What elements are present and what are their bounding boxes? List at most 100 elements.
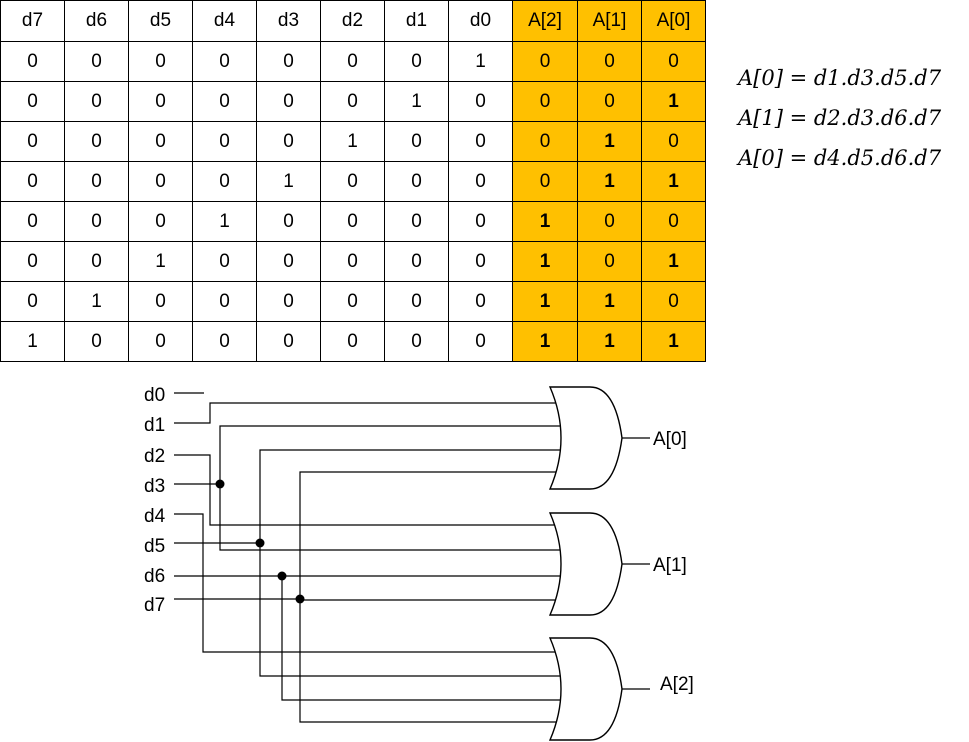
table-cell: 0 (0, 241, 65, 282)
wire-d7-branch-a2 (299, 599, 565, 723)
equation-a1: A[1] = d2.d3.d6.d7 (738, 106, 942, 130)
table-cell: 0 (256, 41, 321, 82)
output-label-a0: A[0] (653, 429, 687, 450)
table-cell: 0 (384, 161, 449, 202)
table-cell: 1 (641, 81, 706, 122)
table-cell: 0 (64, 321, 129, 362)
table-cell: 1 (512, 321, 578, 362)
input-label-d1: d1 (144, 415, 165, 436)
table-cell: 0 (512, 81, 578, 122)
wire-d3-branch-a0 (219, 425, 565, 484)
output-label-a2: A[2] (660, 674, 694, 695)
table-cell: 0 (0, 81, 65, 122)
table-cell: 0 (384, 201, 449, 242)
equation-a2: A[0] = d4.d5.d6.d7 (738, 146, 942, 170)
table-cell: 1 (577, 121, 642, 162)
or-gate-a0 (548, 386, 623, 490)
table-cell: 0 (577, 81, 642, 122)
wire-d5-branch-a0 (259, 449, 565, 543)
wires (174, 392, 565, 723)
table-cell: 0 (384, 241, 449, 282)
column-header-d4: d4 (192, 0, 257, 42)
table-cell: 0 (192, 41, 257, 82)
table-cell: 0 (512, 41, 578, 82)
table-cell: 0 (64, 41, 129, 82)
table-cell: 0 (128, 81, 193, 122)
table-cell: 0 (320, 201, 385, 242)
table-cell: 0 (641, 201, 706, 242)
input-labels: d0 d1 d2 d3 d4 d5 d6 d7 (144, 385, 166, 616)
table-cell: 0 (64, 121, 129, 162)
table-cell: 0 (448, 321, 513, 362)
table-cell: 1 (641, 241, 706, 282)
table-cell: 0 (256, 321, 321, 362)
column-header-d6: d6 (64, 0, 129, 42)
table-cell: 0 (0, 121, 65, 162)
table-cell: 1 (256, 161, 321, 202)
table-cell: 0 (0, 281, 65, 322)
or-gate-a1-body (548, 512, 623, 616)
table-cell: 0 (256, 281, 321, 322)
table-cell: 1 (0, 321, 65, 362)
table-cell: 0 (512, 161, 578, 202)
or-gate-a0-body (548, 386, 623, 490)
table-cell: 0 (320, 81, 385, 122)
table-cell: 0 (64, 201, 129, 242)
table-cell: 1 (641, 161, 706, 202)
table-cell: 0 (641, 121, 706, 162)
input-label-d6: d6 (144, 566, 165, 587)
or-gate-a1 (548, 512, 623, 616)
table-cell: 0 (128, 201, 193, 242)
table-cell: 1 (384, 81, 449, 122)
table-cell: 0 (192, 121, 257, 162)
input-label-d7: d7 (144, 595, 165, 616)
column-header-a0: A[0] (641, 0, 706, 42)
table-cell: 0 (448, 121, 513, 162)
table-cell: 0 (192, 81, 257, 122)
table-cell: 0 (577, 201, 642, 242)
output-label-a1: A[1] (653, 555, 687, 576)
table-cell: 0 (192, 241, 257, 282)
table-cell: 0 (128, 121, 193, 162)
wire-d2 (174, 454, 565, 526)
table-cell: 0 (512, 121, 578, 162)
junction-dot-d7 (295, 594, 305, 604)
column-header-d0: d0 (448, 0, 513, 42)
table-cell: 0 (384, 41, 449, 82)
table-cell: 0 (128, 41, 193, 82)
table-cell: 0 (64, 161, 129, 202)
table-cell: 0 (0, 161, 65, 202)
or-gate-a2-body (548, 637, 623, 741)
wire-d5-branch-a2 (259, 543, 565, 677)
wire-d7-branch-a1 (299, 599, 565, 601)
column-header-a2: A[2] (512, 0, 578, 42)
table-cell: 1 (641, 321, 706, 362)
wire-d7-branch-a0 (299, 471, 565, 599)
table-cell: 1 (512, 281, 578, 322)
input-label-d5: d5 (144, 536, 165, 557)
output-wires (622, 437, 650, 690)
table-cell: 1 (577, 281, 642, 322)
junction-dot-d5 (255, 538, 265, 548)
input-label-d4: d4 (144, 506, 166, 527)
table-cell: 1 (577, 321, 642, 362)
table-cell: 0 (128, 321, 193, 362)
table-cell: 0 (320, 321, 385, 362)
wire-d1 (174, 402, 565, 424)
table-cell: 0 (448, 161, 513, 202)
wire-d4 (174, 513, 565, 653)
wire-d6-branch-a2 (281, 576, 565, 701)
column-header-d1: d1 (384, 0, 449, 42)
input-label-d0: d0 (144, 385, 165, 406)
input-label-d3: d3 (144, 476, 165, 497)
table-cell: 0 (0, 41, 65, 82)
